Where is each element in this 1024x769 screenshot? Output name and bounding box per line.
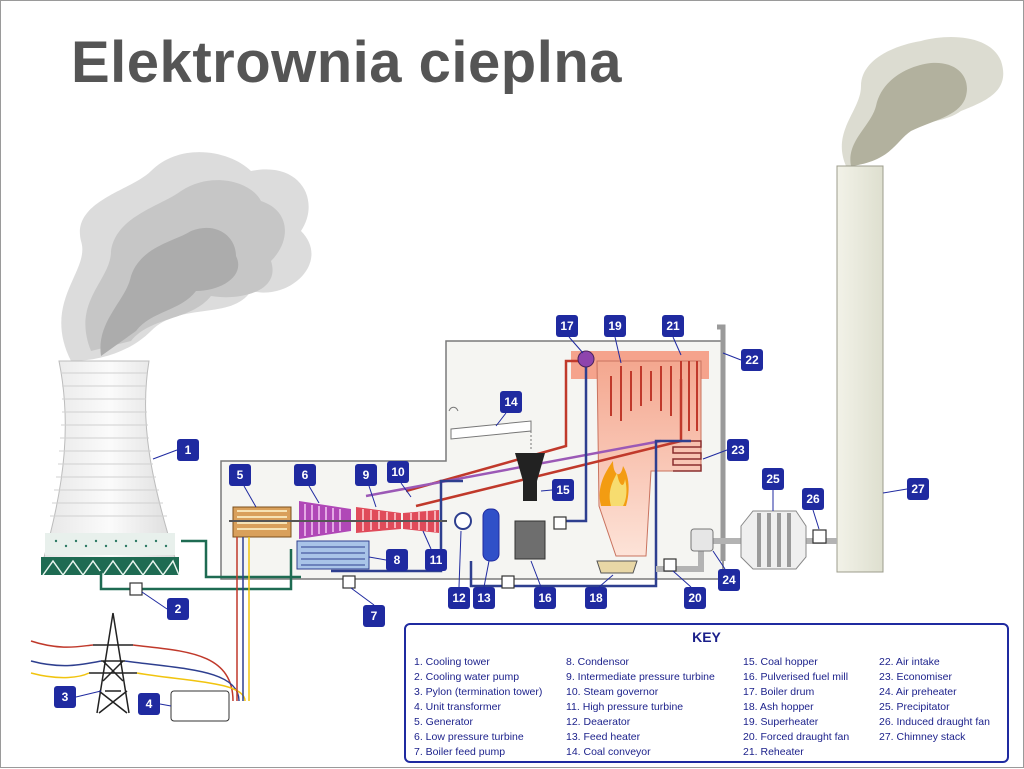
pylon [89, 612, 137, 714]
air-intake-duct [717, 324, 726, 561]
badge-20: 20 [688, 591, 702, 605]
key-item: 2. Cooling water pump [414, 671, 520, 683]
chimney-smoke [841, 37, 1004, 167]
key-item: 21. Reheater [743, 746, 804, 758]
cooling-tower [41, 360, 180, 577]
component-badges [54, 315, 929, 715]
key-item: 25. Precipitator [879, 701, 950, 713]
feed-pump-icon [501, 575, 515, 589]
coal-hopper [515, 453, 545, 501]
boiler-feed-pump [342, 575, 356, 589]
ash-hopper [596, 560, 638, 574]
leader-lines [75, 336, 908, 707]
condenser [296, 540, 370, 570]
badge-13: 13 [477, 591, 491, 605]
forced-draught-fan [663, 558, 677, 572]
key-item: 5. Generator [414, 716, 473, 728]
chimney-stack [836, 165, 884, 573]
key-column-1: 1. Cooling tower 2. Cooling water pump 3… [414, 655, 542, 760]
badge-6: 6 [302, 468, 309, 482]
key-item: 10. Steam governor [566, 686, 659, 698]
badge-15: 15 [556, 483, 570, 497]
unit-transformer [170, 690, 230, 722]
badge-3: 3 [62, 690, 69, 704]
key-item: 20. Forced draught fan [743, 731, 850, 743]
precipitator [740, 510, 807, 570]
key-item: 9. Intermediate pressure turbine [566, 671, 715, 683]
key-item: 3. Pylon (termination tower) [414, 686, 543, 698]
air-preheater [690, 528, 714, 552]
key-item: 6. Low pressure turbine [414, 731, 524, 743]
badge-8: 8 [394, 553, 401, 567]
badge-14: 14 [504, 395, 518, 409]
badge-1: 1 [185, 443, 192, 457]
badge-17: 17 [560, 319, 574, 333]
coal-conveyor [448, 406, 532, 449]
key-item: 19. Superheater [743, 716, 819, 728]
key-item: 16. Pulverised fuel mill [743, 671, 849, 683]
key-item: 8. Condensor [566, 656, 630, 668]
badge-16: 16 [538, 591, 552, 605]
badge-22: 22 [745, 353, 759, 367]
deaerator [454, 512, 472, 530]
key-item: 11. High pressure turbine [566, 701, 684, 713]
key-item: 18. Ash hopper [743, 701, 814, 713]
key-item: 14. Coal conveyor [566, 746, 651, 758]
feed-heater [482, 508, 500, 562]
badge-12: 12 [452, 591, 466, 605]
key-column-2: 8. Condensor 9. Intermediate pressure tu… [566, 655, 715, 760]
badge-11: 11 [430, 553, 443, 567]
key-item: 12. Deaerator [566, 716, 631, 728]
badge-2: 2 [175, 602, 182, 616]
key-legend: KEY 1. Cooling tower 2. Cooling water pu… [404, 623, 1009, 763]
cooling-water-pump [129, 582, 143, 596]
badge-19: 19 [608, 319, 622, 333]
badge-4: 4 [146, 697, 153, 711]
badge-25: 25 [766, 472, 780, 486]
mill-fan-icon [553, 516, 567, 530]
key-column-3: 15. Coal hopper 16. Pulverised fuel mill… [743, 655, 849, 760]
key-item: 1. Cooling tower [414, 656, 490, 668]
badge-27: 27 [911, 482, 925, 496]
key-item: 4. Unit transformer [414, 701, 501, 713]
badge-23: 23 [731, 443, 745, 457]
badge-18: 18 [589, 591, 603, 605]
key-column-4: 22. Air intake 23. Economiser 24. Air pr… [879, 655, 990, 745]
key-item: 17. Boiler drum [743, 686, 815, 698]
key-item: 13. Feed heater [566, 731, 641, 743]
key-item: 15. Coal hopper [743, 656, 818, 668]
badge-26: 26 [806, 492, 820, 506]
badge-21: 21 [666, 319, 680, 333]
key-item: 24. Air preheater [879, 686, 957, 698]
induced-draught-fan [812, 529, 827, 544]
boiler-drum [577, 350, 595, 368]
key-item: 23. Economiser [879, 671, 952, 683]
key-item: 26. Induced draught fan [879, 716, 990, 728]
cooling-tower-steam [61, 152, 312, 361]
badge-9: 9 [363, 468, 370, 482]
key-item: 22. Air intake [879, 656, 940, 668]
key-item: 7. Boiler feed pump [414, 746, 506, 758]
power-lines [30, 537, 250, 702]
badge-10: 10 [391, 465, 405, 479]
badge-7: 7 [371, 609, 378, 623]
slide-title: Elektrownia cieplna [71, 30, 623, 95]
badge-5: 5 [237, 468, 244, 482]
pulverised-fuel-mill [514, 520, 546, 560]
boiler [571, 351, 709, 557]
key-title: KEY [692, 629, 721, 645]
key-item: 27. Chimney stack [879, 731, 966, 743]
component-badge-labels: 1 2 3 4 5 6 7 8 9 10 11 12 13 14 15 16 1… [62, 319, 925, 711]
badge-24: 24 [722, 573, 736, 587]
